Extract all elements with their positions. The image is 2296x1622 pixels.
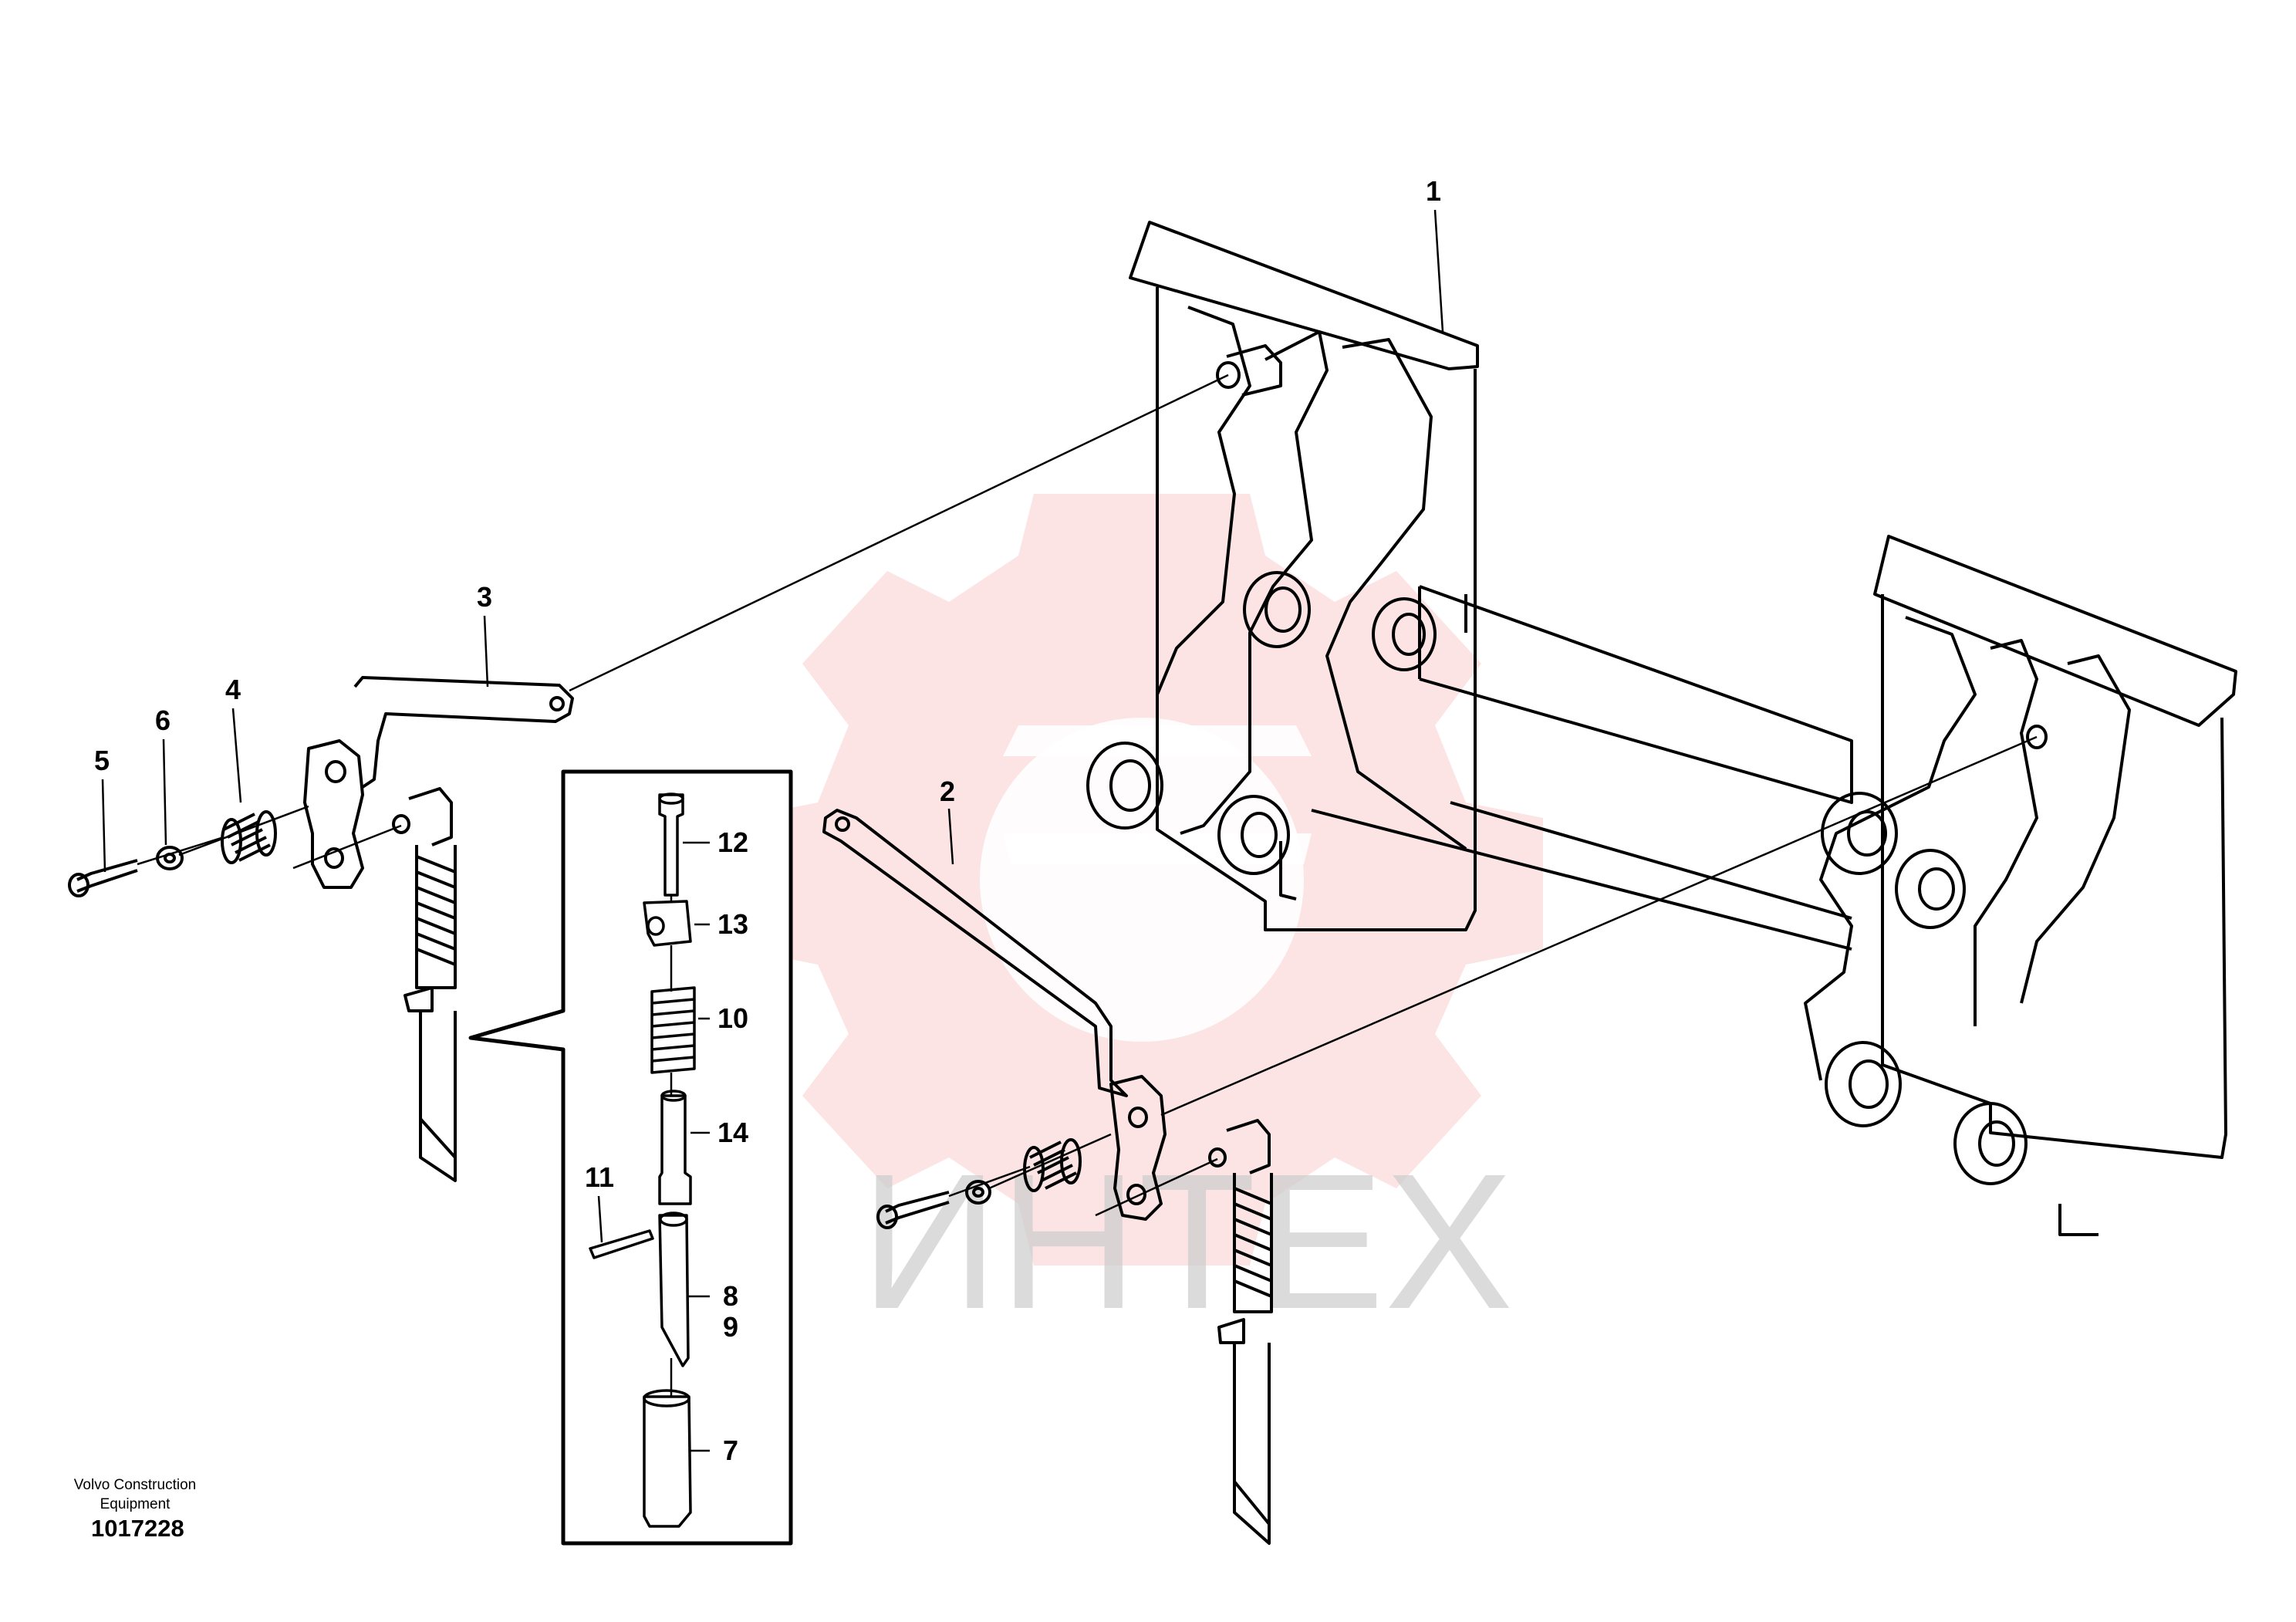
detail-inset xyxy=(468,769,793,1546)
callout-4: 4 xyxy=(225,674,241,705)
right-lever-assembly xyxy=(822,809,1273,1545)
lever-plate-right xyxy=(1109,1075,1167,1221)
inset-frame xyxy=(468,769,793,1546)
bolt-5 xyxy=(76,859,138,881)
callout-6: 6 xyxy=(155,705,171,736)
gear-logo-icon xyxy=(741,494,1543,1265)
drawing-number: 1017228 xyxy=(91,1515,184,1542)
lever-2 xyxy=(822,809,1128,1097)
callout-11: 11 xyxy=(585,1161,614,1193)
spring-4 xyxy=(223,813,271,862)
callout-2: 2 xyxy=(940,776,955,807)
assembly-lines xyxy=(137,373,2038,1217)
callout-8: 8 xyxy=(723,1280,738,1312)
watermark-brand-text: ИНТЕХ xyxy=(860,1134,1513,1349)
callout-14: 14 xyxy=(718,1117,748,1148)
callout-3: 3 xyxy=(477,581,492,613)
callout-5: 5 xyxy=(94,745,110,776)
sleeve-14 xyxy=(658,1094,692,1205)
callout-13: 13 xyxy=(718,908,748,940)
manufacturer-caption: Volvo Construction Equipment xyxy=(54,1475,216,1514)
callout-12: 12 xyxy=(718,826,748,858)
callout-9: 9 xyxy=(723,1311,738,1343)
manufacturer-line-1: Volvo Construction xyxy=(73,1477,197,1493)
callout-7: 7 xyxy=(723,1434,738,1466)
quick-coupler-frame xyxy=(1086,221,2237,1236)
callout-10: 10 xyxy=(718,1002,748,1034)
pin-11 xyxy=(589,1229,654,1259)
lever-plate xyxy=(303,739,364,889)
callout-1: 1 xyxy=(1426,175,1441,207)
callout-leaders xyxy=(101,209,1444,1452)
spring-10 xyxy=(650,986,696,1074)
lever-3 xyxy=(353,676,574,789)
left-lever-assembly xyxy=(68,676,574,1182)
watermark: ИНТЕХ xyxy=(741,494,1543,1349)
manufacturer-line-2: Equipment xyxy=(100,1496,171,1512)
callout-numbers: 1 2 3 4 5 6 12 13 10 14 11 8 9 7 xyxy=(94,175,1441,1466)
